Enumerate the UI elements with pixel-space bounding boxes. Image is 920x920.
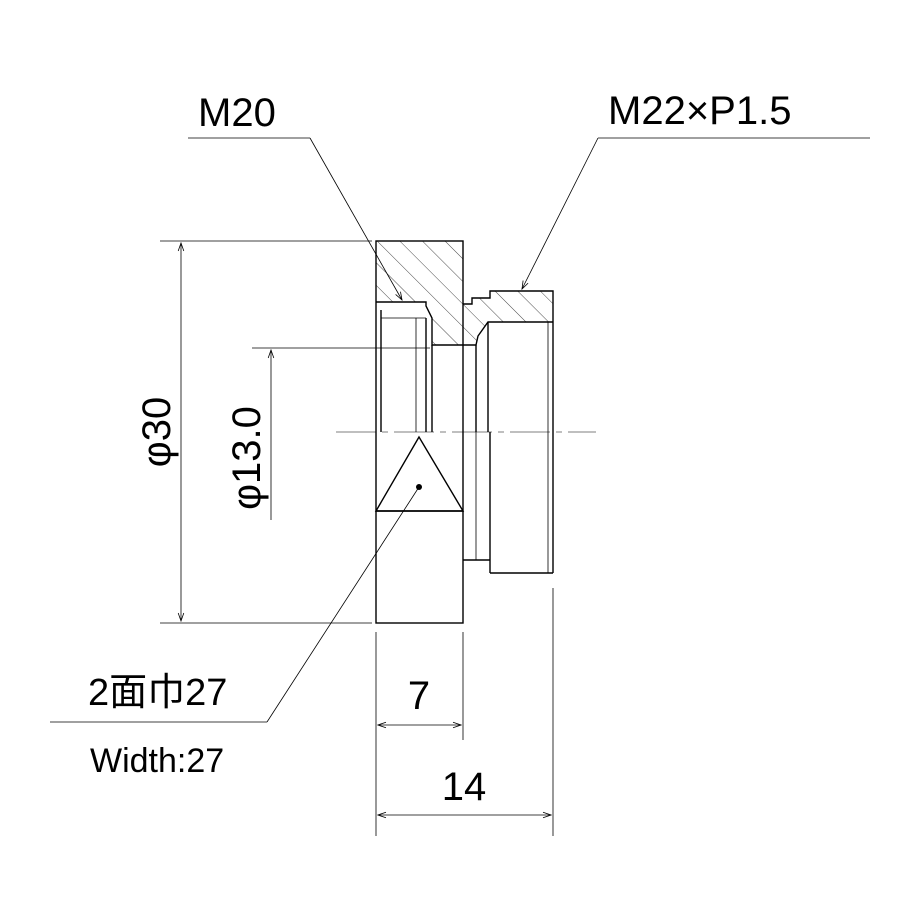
- thread-outer-callout: M22×P1.5: [522, 89, 870, 289]
- outer-diameter-label: φ30: [135, 397, 179, 467]
- total-length-label: 14: [442, 765, 487, 809]
- across-flats-jp-label: 2面巾27: [88, 672, 227, 714]
- total-length-dimension: 14: [378, 588, 554, 836]
- hex-length-label: 7: [408, 674, 430, 718]
- thread-outer-label: M22×P1.5: [608, 89, 791, 133]
- section-hatch: [376, 241, 553, 345]
- hex-corner-triangle: [374, 435, 465, 512]
- thread-inner-callout: M20: [188, 91, 402, 300]
- thread-inner-label: M20: [198, 91, 276, 135]
- across-flats-en-label: Width:27: [90, 742, 224, 780]
- bore-diameter-dimension: φ13.0: [225, 347, 430, 520]
- hex-length-dimension: 7: [375, 632, 464, 836]
- bore-diameter-label: φ13.0: [225, 406, 269, 510]
- part-outline: [374, 240, 554, 624]
- outer-diameter-dimension: φ30: [135, 240, 372, 624]
- across-flats-callout: 2面巾27 Width:27: [50, 486, 420, 780]
